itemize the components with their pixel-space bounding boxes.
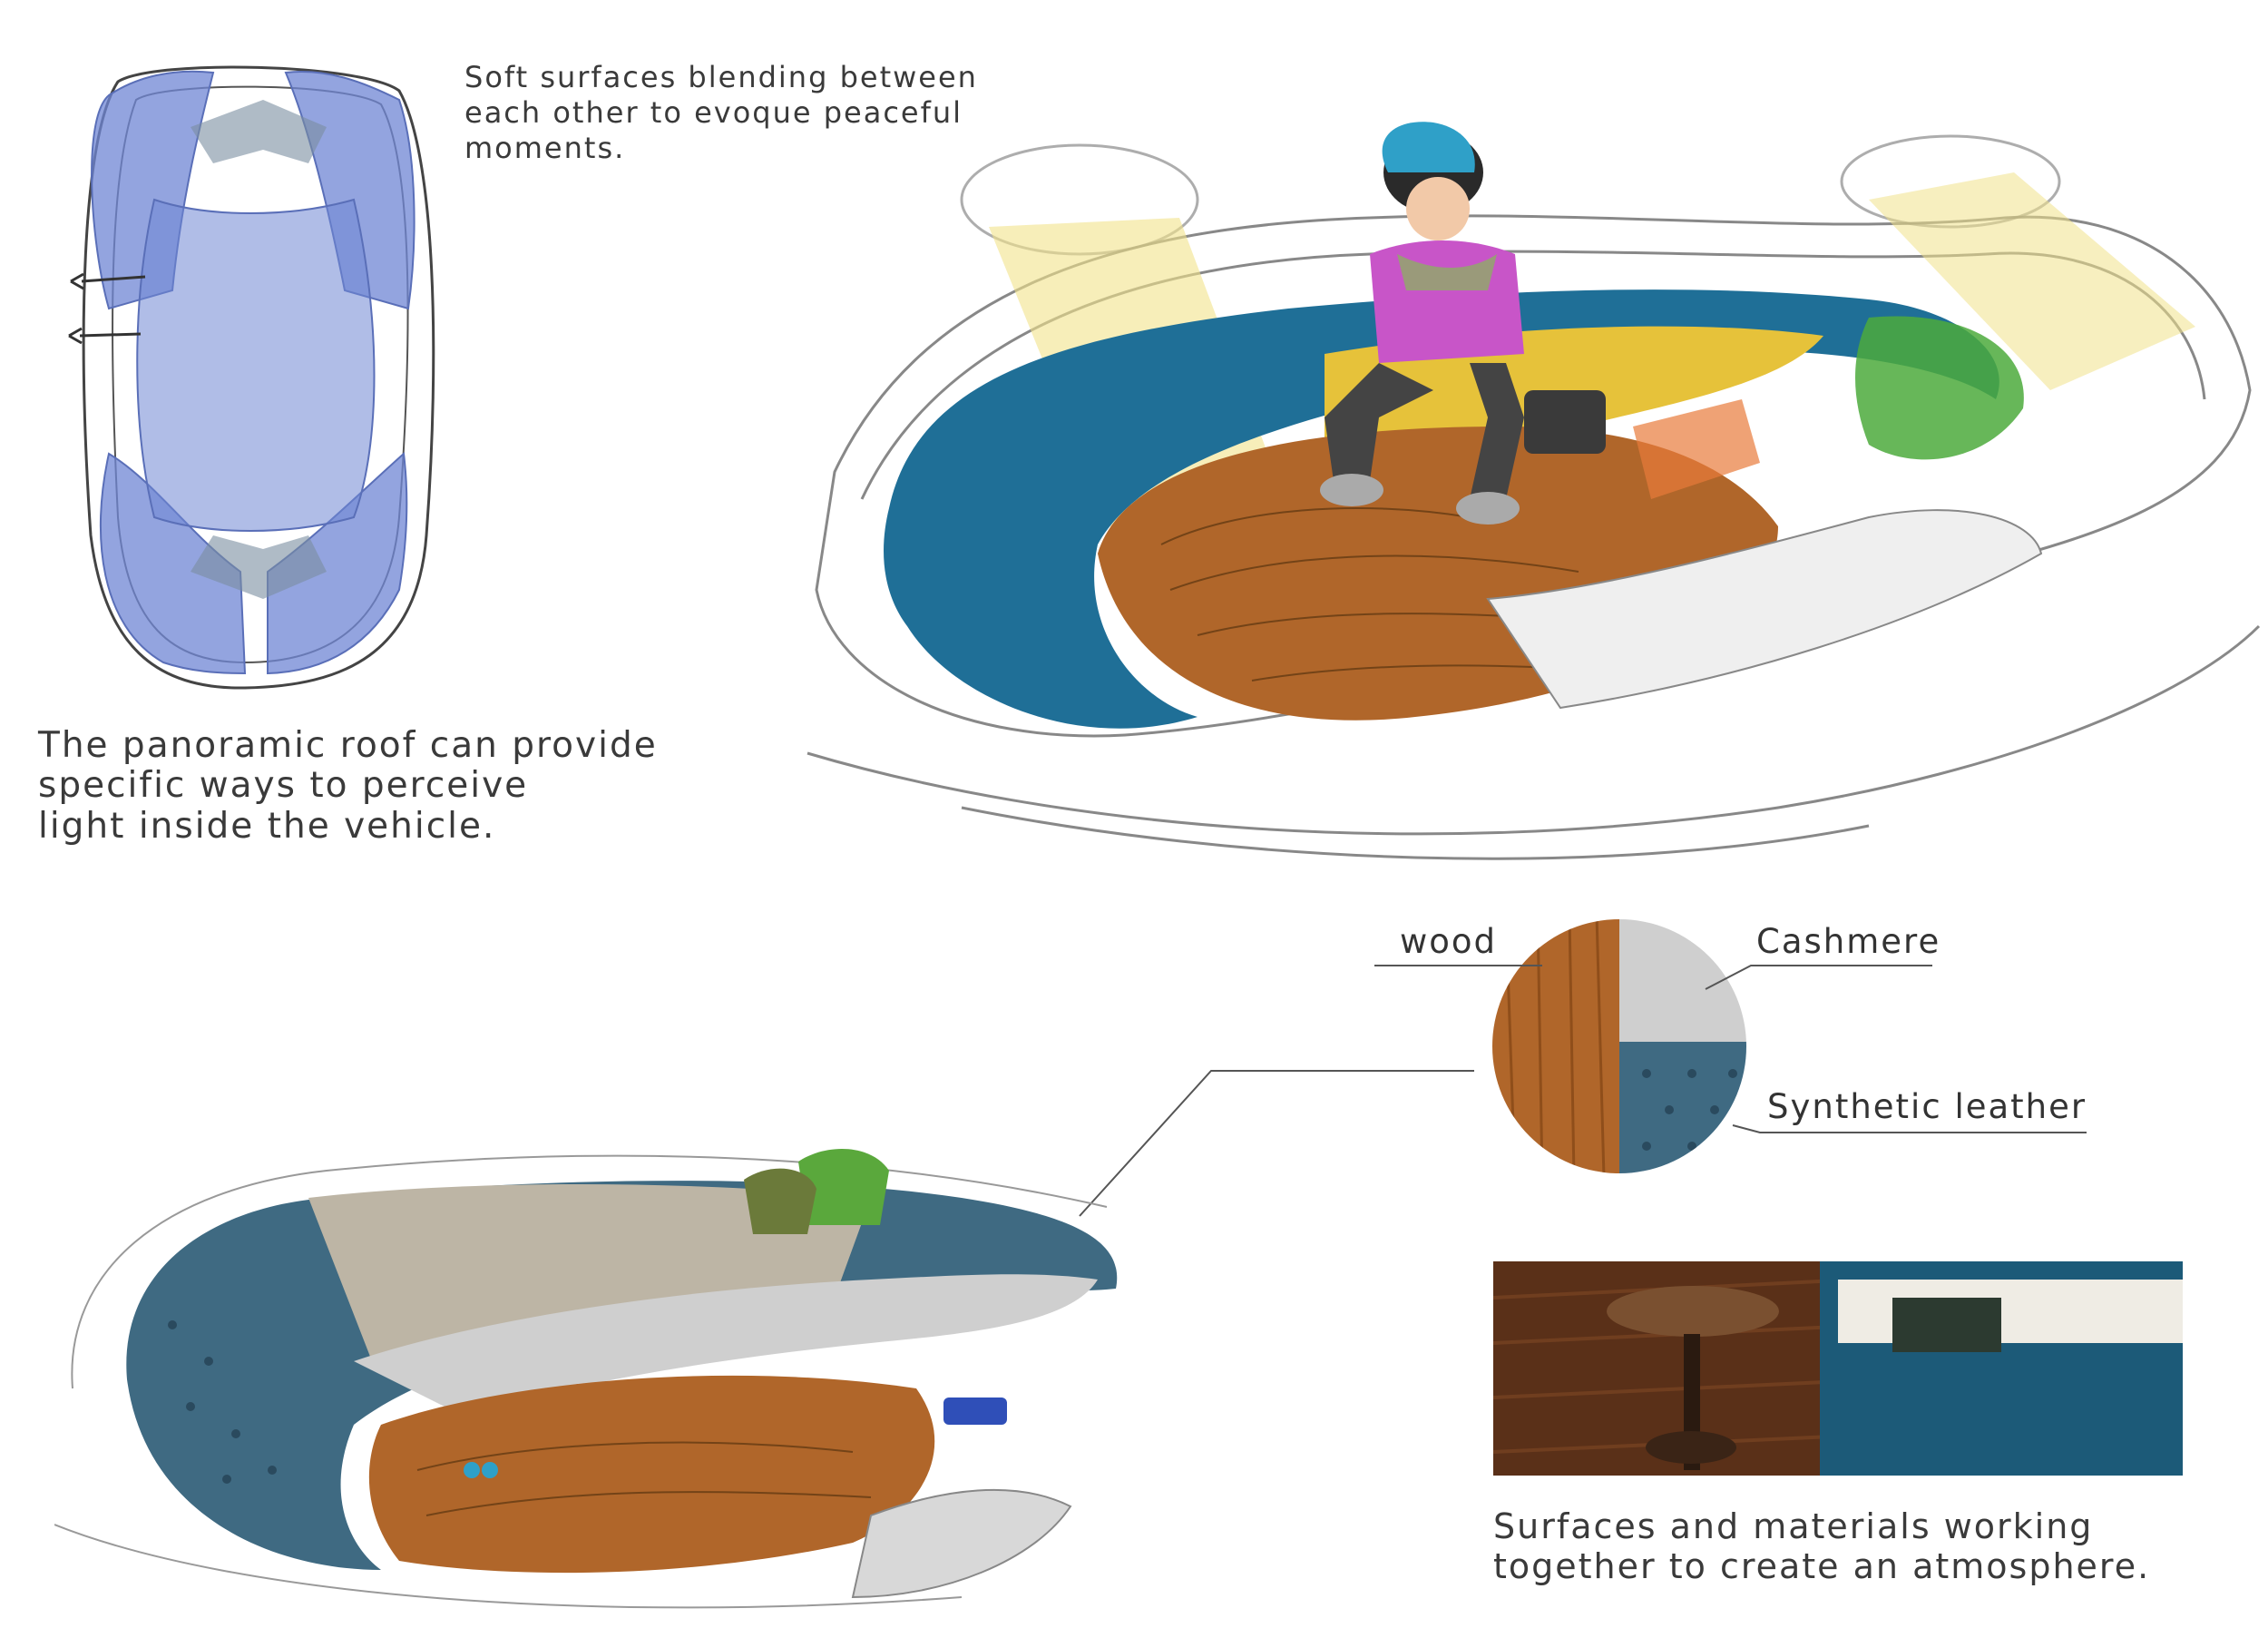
interior-sketch-rear <box>54 1149 1118 1609</box>
synthetic-leather-label: Synthetic leather <box>1767 1087 2087 1126</box>
interior-reference-photo <box>1493 1261 2183 1476</box>
interior-sketch-main <box>807 122 2261 860</box>
material-swatch <box>1492 919 1746 1173</box>
panoramic-roof-caption: The panoramic roof can provide specific … <box>38 725 658 847</box>
cashmere-label: Cashmere <box>1756 922 1941 961</box>
soft-surfaces-caption: Soft surfaces blending between each othe… <box>464 60 978 166</box>
wood-label: wood <box>1400 922 1498 961</box>
materials-caption: Surfaces and materials working together … <box>1493 1506 2151 1587</box>
roof-plan-sketch <box>68 65 435 690</box>
